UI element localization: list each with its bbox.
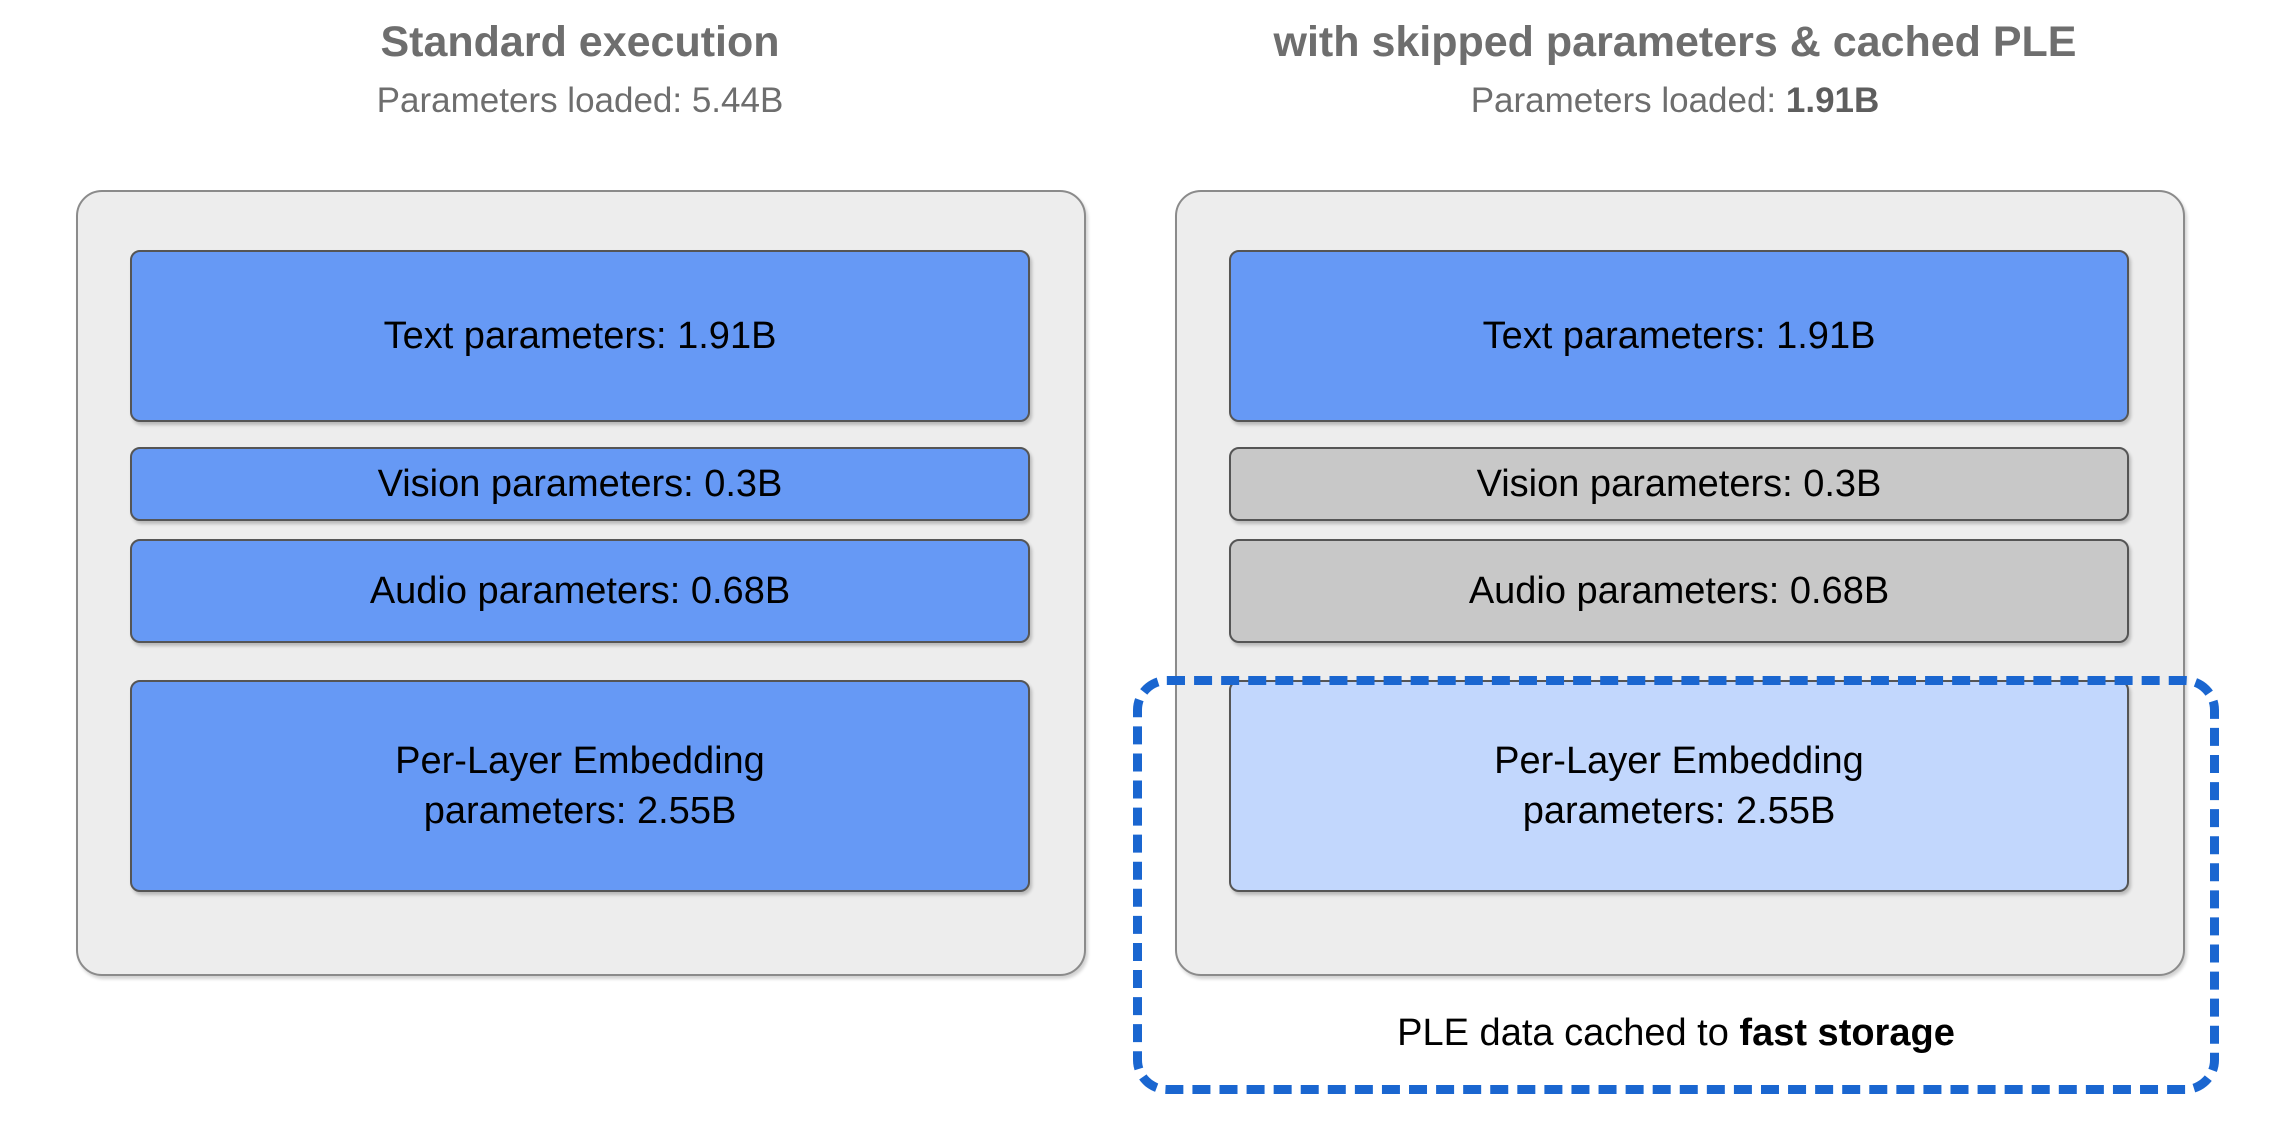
- param-box-text-standard[interactable]: Text parameters: 1.91B: [130, 250, 1030, 422]
- subtitle-prefix-optimized: Parameters loaded:: [1470, 81, 1786, 121]
- param-box-ple-standard[interactable]: Per-Layer Embedding parameters: 2.55B: [130, 680, 1030, 892]
- param-box-vision-optimized-label: Vision parameters: 0.3B: [1476, 462, 1882, 505]
- column-title-standard: Standard execution: [380, 18, 780, 66]
- column-title-optimized: with skipped parameters & cached PLE: [1273, 18, 2077, 66]
- param-box-ple-standard-label-line2: parameters: 2.55B: [423, 790, 737, 832]
- param-box-ple-standard-label-line1: Per-Layer Embedding: [395, 739, 765, 782]
- panel-standard: Text parameters: 1.91B Vision parameters…: [76, 190, 1086, 976]
- param-box-vision-standard-label: Vision parameters: 0.3B: [377, 462, 783, 505]
- param-box-text-optimized[interactable]: Text parameters: 1.91B: [1229, 250, 2129, 422]
- column-subtitle-optimized: Parameters loaded: 1.91B: [1175, 81, 2175, 121]
- column-subtitle-standard: Parameters loaded: 5.44B: [80, 81, 1080, 121]
- subtitle-value-standard: 5.44B: [691, 81, 784, 121]
- param-box-audio-optimized[interactable]: Audio parameters: 0.68B: [1229, 539, 2129, 643]
- cached-ple-caption: PLE data cached to fast storage: [1133, 1012, 2219, 1055]
- column-header-standard: Standard execution Parameters loaded: 5.…: [80, 18, 1080, 121]
- subtitle-value-optimized: 1.91B: [1785, 81, 1880, 121]
- param-box-text-optimized-label: Text parameters: 1.91B: [1482, 314, 1876, 357]
- param-box-audio-optimized-label: Audio parameters: 0.68B: [1468, 569, 1890, 612]
- param-box-ple-optimized-label-line2: parameters: 2.55B: [1522, 790, 1836, 832]
- cached-ple-caption-emphasis: fast storage: [1739, 1012, 1955, 1054]
- param-box-text-standard-label: Text parameters: 1.91B: [383, 314, 777, 357]
- cached-ple-caption-prefix: PLE data cached to: [1397, 1012, 1740, 1054]
- param-box-ple-optimized[interactable]: Per-Layer Embedding parameters: 2.55B: [1229, 680, 2129, 892]
- param-box-audio-standard-label: Audio parameters: 0.68B: [369, 569, 791, 612]
- column-header-optimized: with skipped parameters & cached PLE Par…: [1175, 18, 2175, 121]
- param-box-vision-optimized[interactable]: Vision parameters: 0.3B: [1229, 447, 2129, 521]
- param-box-ple-optimized-label-line1: Per-Layer Embedding: [1494, 739, 1864, 782]
- param-box-audio-standard[interactable]: Audio parameters: 0.68B: [130, 539, 1030, 643]
- subtitle-prefix-standard: Parameters loaded:: [376, 81, 692, 121]
- param-box-vision-standard[interactable]: Vision parameters: 0.3B: [130, 447, 1030, 521]
- panel-optimized: Text parameters: 1.91B Vision parameters…: [1175, 190, 2185, 976]
